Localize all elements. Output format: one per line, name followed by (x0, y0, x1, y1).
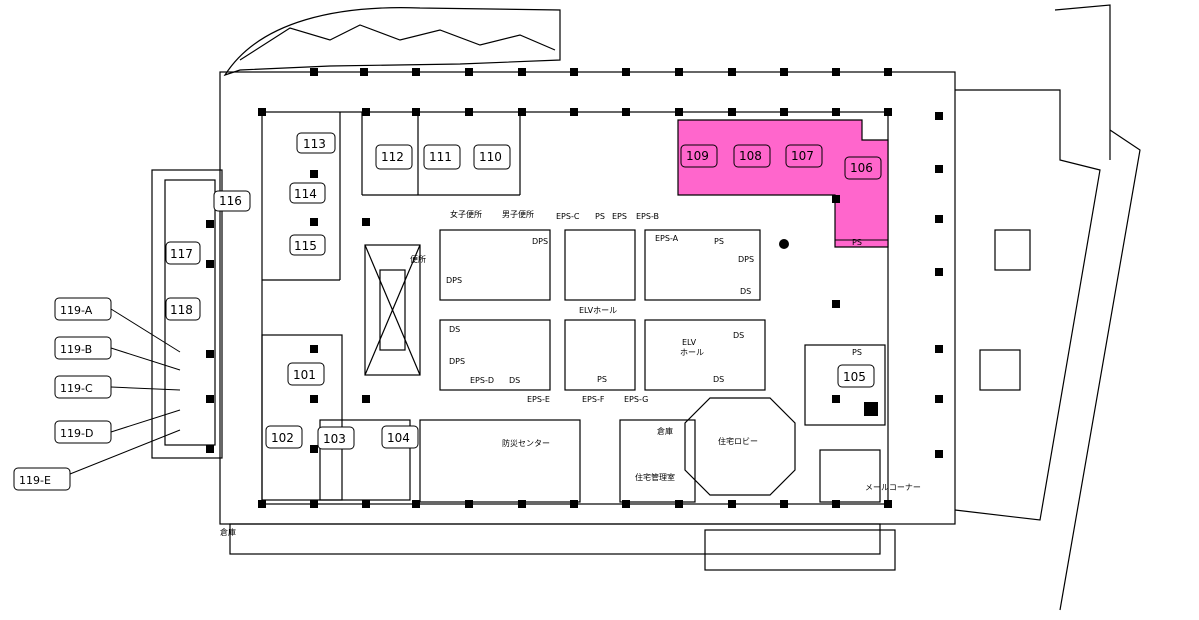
label-ds-1: DS (449, 325, 460, 334)
label-ds-2: DS (740, 287, 751, 296)
callout-119-c: 119-C (60, 382, 93, 395)
callouts: 119-A 119-B 119-C 119-D 119-E (13, 297, 181, 491)
room-110: 110 (479, 150, 502, 164)
room-116: 116 (219, 194, 242, 208)
callout-119-b: 119-B (60, 343, 92, 356)
label-ds-3: DS (733, 331, 744, 340)
room-107: 107 (791, 149, 814, 163)
label-eps-b: EPS-B (636, 212, 659, 221)
room-112: 112 (381, 150, 404, 164)
label-mail-corner: メールコーナー (865, 483, 921, 492)
highlighted-area (677, 119, 889, 248)
room-103: 103 (323, 432, 346, 446)
core-lower-mid (564, 319, 636, 391)
label-eps-top: EPS (612, 212, 627, 221)
room-102: 102 (271, 431, 294, 445)
label-ps-2: PS (597, 375, 607, 384)
label-warehouse-bottom: 倉庫 (220, 527, 236, 537)
label-eps-f: EPS-F (582, 395, 605, 404)
label-eps-c: EPS-C (556, 212, 580, 221)
label-ps-right: PS (852, 238, 862, 247)
label-restroom: 便所 (410, 254, 426, 264)
label-residence-mgmt: 住宅管理室 (635, 472, 675, 482)
callout-119-e: 119-E (19, 474, 51, 487)
left-wing (151, 169, 223, 459)
annotations: 女子便所 男子便所 便所 EPS-C PS EPS EPS-B EPS-A DP… (220, 209, 921, 537)
label-dps-1: DPS (532, 237, 548, 246)
bottom-walkway (229, 523, 881, 555)
label-eps-g: EPS-G (624, 395, 648, 404)
label-eps-d: EPS-D (470, 376, 494, 385)
room-115: 115 (294, 239, 317, 253)
stairwell (364, 244, 421, 376)
label-womens-restroom: 女子便所 (450, 209, 482, 219)
core-lower-left (439, 319, 551, 391)
room-117: 117 (170, 247, 193, 261)
room-108: 108 (739, 149, 762, 163)
label-hall: ホール (680, 348, 704, 357)
label-dps-2: DPS (446, 276, 462, 285)
room-labels: 113 114 115 112 111 110 109 108 107 106 … (165, 132, 882, 450)
room-101: 101 (293, 368, 316, 382)
core-upper-mid (564, 229, 636, 301)
room-104: 104 (387, 431, 410, 445)
room-111: 111 (429, 150, 452, 164)
label-mens-restroom: 男子便所 (502, 209, 534, 219)
residence-lobby-outline (684, 397, 796, 496)
callout-119-a: 119-A (60, 304, 93, 317)
label-dps-3: DPS (738, 255, 754, 264)
room-114: 114 (294, 187, 317, 201)
label-warehouse: 倉庫 (657, 426, 673, 436)
room-109: 109 (686, 149, 709, 163)
label-disaster-center: 防災センター (502, 438, 550, 448)
entrance-canopy (223, 7, 561, 77)
label-eps-e: EPS-E (527, 395, 550, 404)
columns (206, 68, 943, 508)
room-113: 113 (303, 137, 326, 151)
label-elv-hall: ELVホール (579, 306, 617, 315)
core-lower-right (644, 319, 766, 391)
room-106: 106 (850, 161, 873, 175)
label-residence-lobby: 住宅ロビー (718, 436, 758, 446)
callout-119-d: 119-D (60, 427, 93, 440)
label-eps-a: EPS-A (655, 234, 679, 243)
label-ps-105: PS (852, 348, 862, 357)
label-elv: ELV (682, 338, 697, 347)
right-exterior (954, 89, 1101, 521)
label-ds-4: DS (713, 375, 724, 384)
core-upper-right (644, 229, 761, 301)
label-dps-4: DPS (449, 357, 465, 366)
label-ps-top: PS (595, 212, 605, 221)
label-ds-5: DS (509, 376, 520, 385)
label-ps-1: PS (714, 237, 724, 246)
room-118: 118 (170, 303, 193, 317)
room-105: 105 (843, 370, 866, 384)
core-upper-left (439, 229, 551, 301)
